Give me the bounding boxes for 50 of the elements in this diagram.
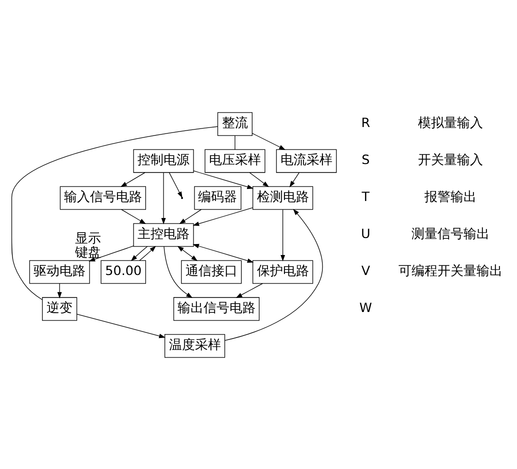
arrow	[224, 208, 322, 340]
node-box: 通信接口	[180, 260, 242, 284]
arrow	[176, 245, 198, 261]
label: 模拟量输入	[418, 116, 483, 131]
node-box: 保护电路	[252, 260, 313, 284]
label: U	[360, 226, 370, 242]
label: 可编程开关量输出	[398, 264, 502, 279]
label: T	[361, 190, 370, 205]
node-box: 温度采样	[164, 334, 225, 358]
connector	[10, 126, 218, 300]
node-box: 控制电源	[132, 148, 194, 172]
arrow	[163, 246, 192, 298]
connector	[234, 134, 235, 150]
node-box: 编码器	[194, 186, 241, 210]
node-box: 整流	[216, 112, 252, 136]
arrow	[120, 172, 145, 187]
arrow	[160, 172, 166, 224]
arrow	[168, 172, 182, 198]
label: V	[360, 264, 370, 279]
label: R	[360, 116, 370, 131]
node-label: 键盘	[74, 245, 100, 260]
arrow	[288, 172, 299, 187]
arrow	[248, 172, 269, 187]
arrow	[251, 132, 286, 150]
label: 测量信号输出	[411, 226, 490, 242]
arrow	[235, 282, 262, 298]
node-box: 驱动电路	[28, 260, 90, 284]
label: 开关量输入	[418, 152, 483, 168]
arrow	[130, 246, 148, 261]
arrow	[192, 170, 254, 188]
node-box: 电流采样	[276, 148, 336, 172]
label: S	[361, 152, 370, 168]
node-box: 逆变	[42, 296, 77, 320]
arrow	[280, 208, 285, 261]
arrow	[120, 208, 146, 224]
node-box: 电压采样	[204, 148, 265, 172]
node-box: 主控电路	[132, 222, 194, 246]
arrow	[138, 245, 156, 260]
arrow	[88, 245, 134, 261]
label: W	[358, 300, 372, 316]
node-box: 检测电路	[252, 186, 313, 210]
node-box: 输出信号电路	[172, 296, 260, 320]
label: 报警输出	[424, 190, 476, 205]
node-box: 输入信号电路	[59, 186, 146, 210]
arrow	[76, 313, 166, 338]
arrow	[178, 208, 202, 224]
arrow	[192, 243, 254, 262]
arrow	[192, 206, 253, 226]
node-label: 显示	[74, 231, 100, 246]
node-box: 50.00	[100, 260, 146, 284]
